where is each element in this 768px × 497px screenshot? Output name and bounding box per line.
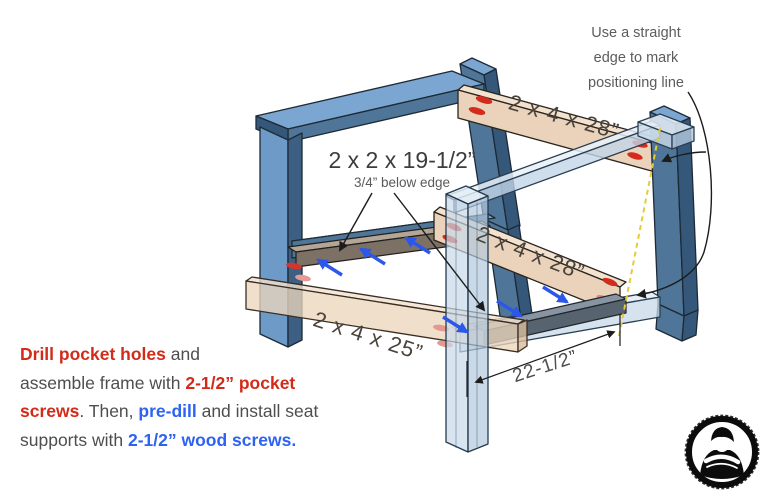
callout-leader-lines — [636, 91, 713, 299]
right-rear-post — [649, 105, 699, 342]
logo-ring — [686, 416, 758, 488]
note-install-seat: and install seat — [196, 401, 319, 422]
note-pocket-screws-size: 2-1/2” pocket — [185, 372, 296, 393]
label-seat-depth-dimension: 22-1/2” — [510, 346, 580, 387]
support-leader-lines — [339, 192, 486, 312]
logo-ring-outer — [684, 414, 760, 490]
left-arm-rail — [255, 70, 485, 143]
screw-direction-arrows — [316, 236, 569, 334]
note-wood-screws-size: 2-1/2” wood screws. — [127, 430, 297, 451]
woodworker-crossed-arms-icon — [700, 427, 744, 479]
note-supports-with: supports with — [20, 430, 128, 451]
note-screws: screws — [20, 401, 80, 422]
callout-straight-edge: Use a straight edge to mark positioning … — [588, 25, 684, 91]
note-and: and — [165, 344, 200, 364]
note-then: . Then, — [79, 401, 139, 422]
label-side-support: 2 x 2 x 19-1/2” — [328, 147, 475, 173]
pocket-holes-left-support — [286, 262, 311, 282]
note-pre-drill: pre-dill — [138, 401, 197, 422]
right-arm-rail-end-cap — [637, 113, 695, 150]
note-assemble-frame: assemble frame with — [20, 372, 186, 393]
seat-depth-dimension — [466, 314, 621, 397]
note-drill-pocket-holes: Drill pocket holes — [20, 344, 166, 364]
instruction-note: Drill pocket holes and assemble frame wi… — [20, 340, 372, 455]
label-side-support-note: 3/4” below edge — [354, 175, 450, 190]
maker-logo — [684, 414, 760, 490]
